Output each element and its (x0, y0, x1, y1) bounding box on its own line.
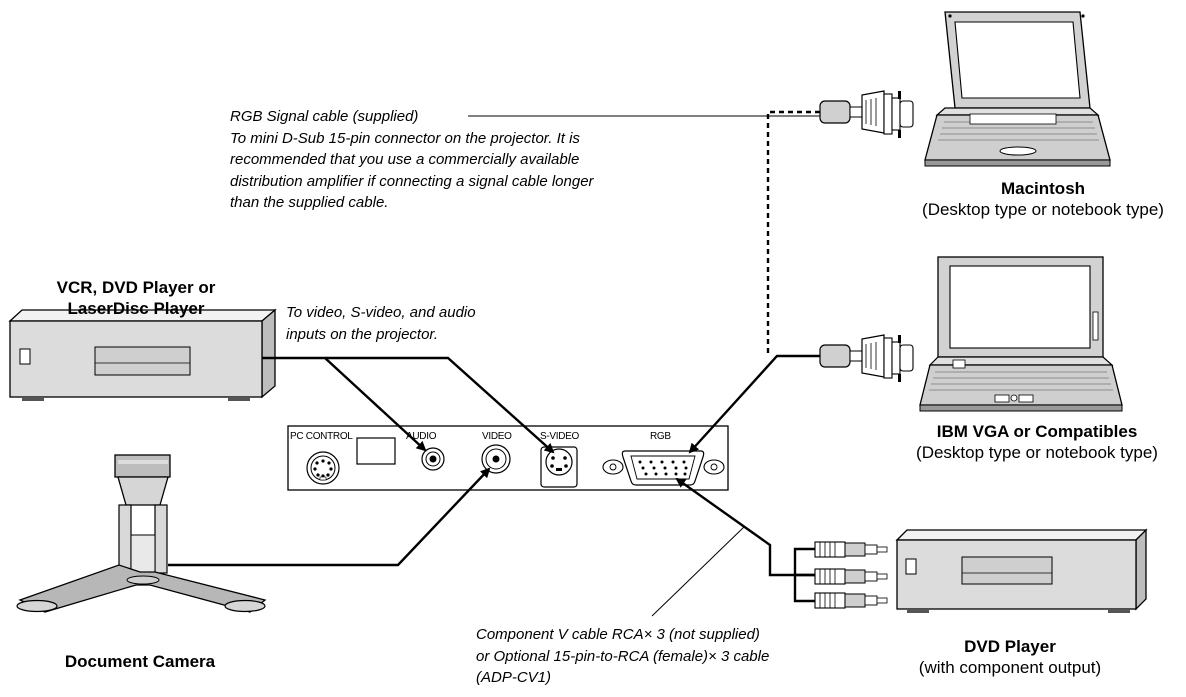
note-line: RGB Signal cable (supplied) (230, 108, 419, 125)
note-line: To video, S-video, and audio (286, 304, 476, 321)
vcr-label-line2: LaserDisc Player (67, 299, 205, 318)
document-camera-illustration (16, 454, 267, 613)
note-line: (ADP-CV1) (476, 669, 552, 686)
note-rgb-cable: RGB Signal cable (supplied) To mini D-Su… (230, 106, 594, 214)
port-label-s-video: S-VIDEO (540, 431, 580, 442)
video-port (481, 444, 511, 474)
mac-dsub-plug (819, 90, 914, 138)
note-line: distribution amplifier if connecting a s… (230, 172, 594, 190)
note-line: inputs on the projector. (286, 325, 439, 343)
macintosh-subtitle: (Desktop type or notebook type) (922, 200, 1164, 219)
ibm-subtitle: (Desktop type or notebook type) (916, 443, 1158, 462)
macintosh-illustration (924, 11, 1111, 167)
port-label-rgb: RGB (650, 431, 671, 442)
ibm-notebook-illustration (919, 256, 1123, 412)
rgb-port (602, 450, 725, 486)
dvd-player-label: DVD Player (with component output) (880, 636, 1140, 678)
dvd-player-name: DVD Player (964, 637, 1056, 656)
projector-connector-panel (287, 425, 729, 491)
note-line: Component V cable RCA× 3 (not supplied) (476, 626, 760, 643)
port-label-audio: AUDIO (406, 431, 437, 442)
document-camera-label: Document Camera (64, 652, 216, 671)
ibm-label: IBM VGA or Compatibles (Desktop type or … (888, 421, 1186, 463)
note-line: than the supplied cable. (230, 194, 389, 211)
dvd-player-illustration (895, 528, 1148, 613)
cable-camera-to-video (168, 467, 491, 567)
pc-control-port (306, 451, 340, 485)
ibm-name: IBM VGA or Compatibles (936, 422, 1138, 441)
audio-port (421, 447, 445, 471)
cable-vcr-to-s-video (325, 356, 555, 454)
note-component-cable: Component V cable RCA× 3 (not supplied) … (476, 624, 769, 689)
port-label-video: VIDEO (482, 431, 512, 442)
ibm-dsub-plug (819, 334, 914, 382)
blank-cover-plate (356, 437, 396, 465)
cable-mac-to-rgb-dashed (766, 110, 820, 356)
s-video-port (540, 446, 578, 488)
vcr-label: VCR, DVD Player or LaserDisc Player (10, 277, 262, 319)
vcr-illustration (8, 308, 277, 401)
cable-dvd-to-rgb (675, 477, 815, 577)
leader-component-cable (651, 525, 746, 617)
note-line: or Optional 15-pin-to-RCA (female)× 3 ca… (476, 647, 770, 665)
note-line: recommended that you use a commercially … (230, 151, 580, 168)
dvd-player-subtitle: (with component output) (918, 658, 1102, 677)
note-line: To mini D-Sub 15-pin connector on the pr… (230, 129, 580, 147)
rca-plugs (814, 541, 888, 609)
macintosh-label: Macintosh (Desktop type or notebook type… (900, 178, 1186, 220)
note-av-inputs: To video, S-video, and audio inputs on t… (286, 302, 476, 345)
cable-ibm-to-rgb (688, 354, 820, 454)
vcr-label-line1: VCR, DVD Player or (56, 278, 216, 297)
macintosh-name: Macintosh (1000, 179, 1086, 198)
port-label-pc-control: PC CONTROL (290, 431, 353, 442)
